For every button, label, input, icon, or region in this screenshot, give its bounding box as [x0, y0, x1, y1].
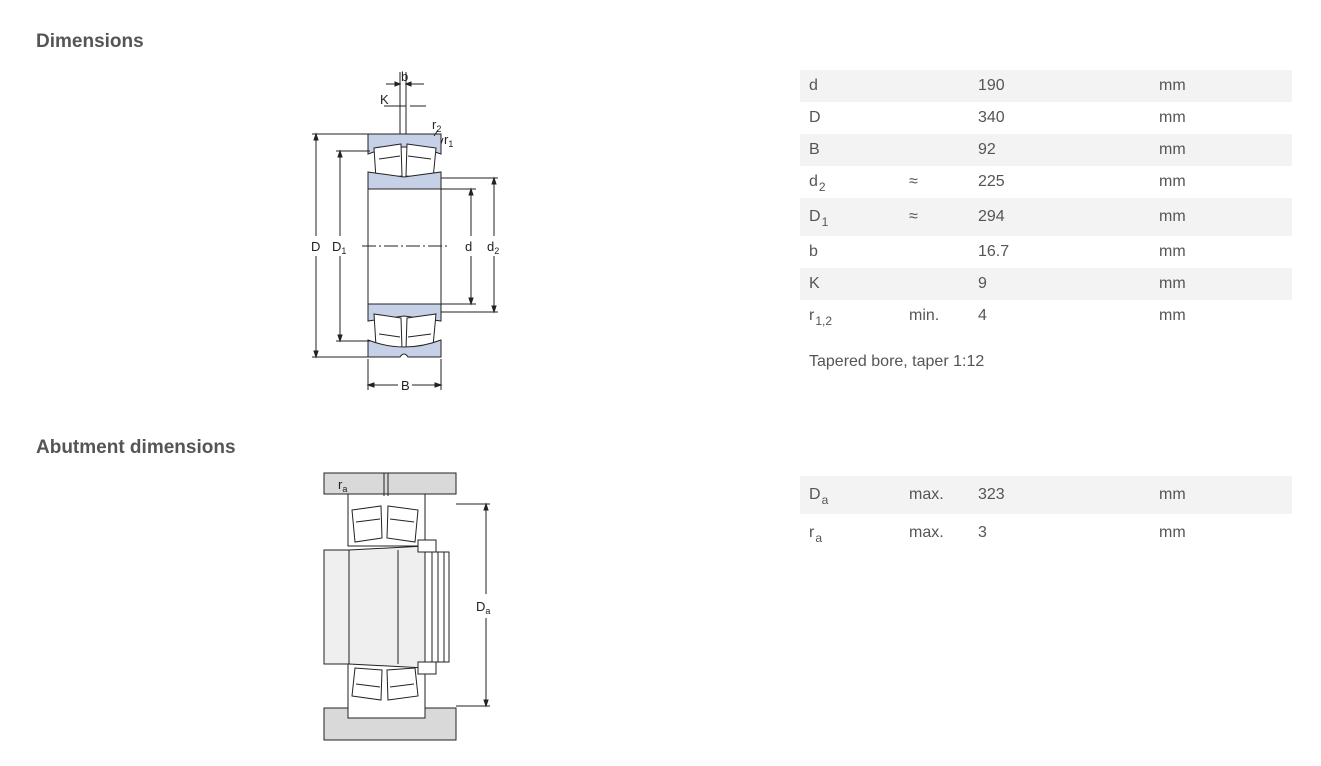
label-B: B — [401, 378, 410, 393]
dimensions-table: d 190 mm D 340 mm B 92 mm d2 ≈ 225 mm D1… — [800, 70, 1292, 332]
unit-cell: mm — [1159, 77, 1186, 94]
label-Da: Da — [476, 599, 490, 616]
unit-cell: mm — [1159, 524, 1186, 541]
label-d: d — [465, 239, 472, 254]
value-cell: 340 — [978, 109, 1005, 126]
unit-cell: mm — [1159, 109, 1186, 126]
table-row: K 9 mm — [800, 268, 1292, 300]
value-cell: 3 — [978, 524, 987, 541]
value-cell: 225 — [978, 173, 1005, 190]
label-d2: d2 — [487, 239, 499, 256]
value-cell: 9 — [978, 275, 987, 292]
table-row: r1,2 min. 4 mm — [800, 300, 1292, 332]
table-row: d2 ≈ 225 mm — [800, 166, 1292, 198]
modifier-cell: max. — [909, 524, 944, 541]
modifier-cell — [900, 236, 969, 268]
label-ra: ra — [338, 477, 347, 494]
bearing-cross-section-drawing: b K r2 r1 D D1 d d2 B — [300, 64, 510, 398]
label-b: b — [401, 69, 408, 84]
label-K: K — [380, 92, 389, 107]
abutment-mounting-drawing: ra Da — [318, 470, 498, 744]
abutment-dimensions-title: Abutment dimensions — [36, 437, 236, 458]
unit-cell: mm — [1159, 486, 1186, 503]
symbol-cell: D1 — [809, 208, 829, 229]
symbol-cell: d — [809, 77, 818, 94]
table-row: ra max. 3 mm — [800, 514, 1292, 552]
modifier-cell: min. — [909, 307, 940, 324]
value-cell: 92 — [978, 141, 996, 158]
table-row: D 340 mm — [800, 102, 1292, 134]
symbol-cell: r1,2 — [809, 307, 833, 328]
value-cell: 294 — [978, 208, 1005, 225]
symbol-cell: d2 — [809, 173, 826, 194]
table-row: Da max. 323 mm — [800, 476, 1292, 514]
table-row: B 92 mm — [800, 134, 1292, 166]
value-cell: 16.7 — [978, 243, 1010, 260]
symbol-cell: B — [809, 141, 820, 158]
modifier-cell: ≈ — [909, 173, 918, 190]
label-D1: D1 — [332, 239, 346, 256]
symbol-cell: K — [809, 275, 820, 292]
modifier-cell: max. — [909, 486, 944, 503]
table-row: d 190 mm — [800, 70, 1292, 102]
unit-cell: mm — [1159, 275, 1186, 292]
modifier-cell — [900, 102, 969, 134]
symbol-cell: b — [809, 243, 818, 260]
unit-cell: mm — [1159, 141, 1186, 158]
table-row: D1 ≈ 294 mm — [800, 198, 1292, 236]
abutment-dimensions-table: Da max. 323 mm ra max. 3 mm — [800, 476, 1292, 552]
unit-cell: mm — [1159, 173, 1186, 190]
symbol-cell: Da — [809, 486, 829, 507]
symbol-cell: D — [809, 109, 821, 126]
dimensions-title: Dimensions — [36, 31, 144, 52]
modifier-cell — [900, 70, 969, 102]
value-cell: 323 — [978, 486, 1005, 503]
label-r1: r1 — [444, 132, 453, 149]
value-cell: 190 — [978, 77, 1005, 94]
symbol-cell: ra — [809, 524, 823, 545]
table-row: b 16.7 mm — [800, 236, 1292, 268]
label-r2: r2 — [432, 117, 441, 134]
unit-cell: mm — [1159, 243, 1186, 260]
label-D: D — [311, 239, 320, 254]
taper-note: Tapered bore, taper 1:12 — [809, 353, 985, 370]
unit-cell: mm — [1159, 307, 1186, 324]
value-cell: 4 — [978, 307, 987, 324]
modifier-cell — [900, 134, 969, 166]
unit-cell: mm — [1159, 208, 1186, 225]
modifier-cell — [900, 268, 969, 300]
modifier-cell: ≈ — [909, 208, 918, 225]
